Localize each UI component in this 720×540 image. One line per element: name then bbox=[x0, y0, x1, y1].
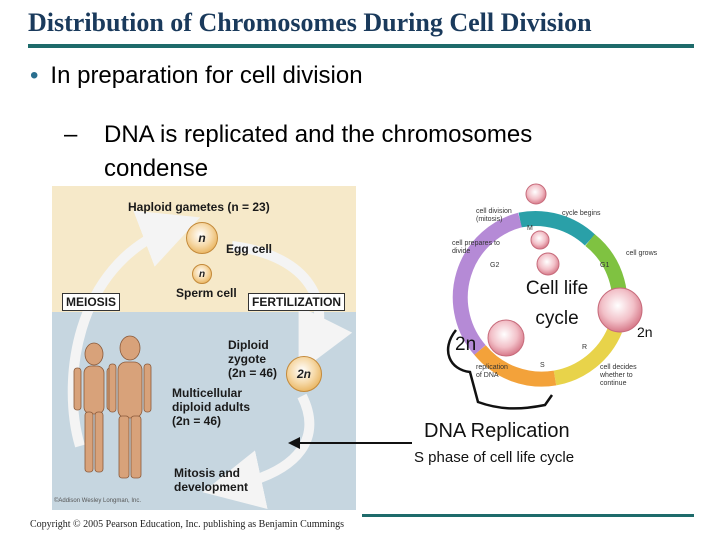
dna-replication-label: DNA Replication bbox=[424, 420, 570, 442]
phase-m-label: M bbox=[527, 225, 533, 232]
life-cycle-arrows bbox=[67, 210, 353, 510]
tiny-cell-grows: cell grows bbox=[626, 250, 658, 257]
cell-right-icon bbox=[597, 287, 643, 333]
title-rule bbox=[28, 44, 694, 48]
mitosis-arrow-down bbox=[202, 393, 315, 510]
copyright-text: Copyright © 2005 Pearson Education, Inc.… bbox=[30, 519, 344, 530]
sperm-cell-icon: n bbox=[192, 264, 212, 284]
mitosis-line2: development bbox=[174, 480, 249, 494]
phase-g1-label: G1 bbox=[600, 262, 610, 269]
meiosis-arrow-up bbox=[67, 210, 201, 448]
egg-cell-icon: n bbox=[186, 222, 218, 254]
label-2n-left: 2n bbox=[455, 334, 477, 355]
slide-title: Distribution of Chromosomes During Cell … bbox=[28, 8, 592, 37]
tiny-cell-decides: cell decides whether to continue bbox=[600, 364, 637, 387]
bottom-rule bbox=[362, 514, 694, 517]
zygote-line1: Diploid bbox=[228, 338, 269, 352]
human-figures-icon bbox=[73, 335, 152, 479]
bullet2-text: DNA is replicated and the chromosomes co… bbox=[104, 121, 533, 182]
fertilization-box: FERTILIZATION bbox=[248, 293, 346, 311]
phase-g2-label: G2 bbox=[490, 262, 500, 269]
tiny-replication: replication of DNA bbox=[476, 364, 508, 379]
mitosis-line1: Mitosis and bbox=[174, 466, 241, 480]
bullet-dash-icon: – bbox=[64, 121, 78, 148]
phase-r-label: R bbox=[582, 344, 588, 351]
meiosis-box: MEIOSIS bbox=[62, 293, 121, 311]
tiny-cycle-begins: cycle begins bbox=[562, 210, 601, 217]
adults-line3: (2n = 46) bbox=[172, 414, 222, 428]
bullet-level1: • In preparation for cell division bbox=[30, 62, 363, 90]
mitosis-label: Mitosis and development bbox=[174, 466, 248, 494]
human-life-cycle-figure: Haploid gametes (n = 23) n Egg cell n Sp… bbox=[52, 186, 356, 510]
cycle-center-label: Cell life cycle bbox=[525, 278, 589, 329]
s-phase-label: S phase of cell life cycle bbox=[414, 449, 575, 466]
fertilization-arrow-down bbox=[231, 241, 353, 373]
sperm-cell-label: Sperm cell bbox=[176, 286, 237, 300]
figure-credit: ©Addison Wesley Longman, Inc. bbox=[54, 498, 142, 504]
cell-dividing-icon-a bbox=[530, 230, 550, 250]
tiny-cell-division: cell division (mitosis) bbox=[476, 208, 512, 223]
zygote-line2: zygote bbox=[228, 352, 267, 366]
cell-dividing-icon-b bbox=[536, 252, 560, 276]
adults-label: Multicellular diploid adults (2n = 46) bbox=[172, 386, 250, 428]
zygote-line3: (2n = 46) bbox=[228, 366, 278, 380]
adults-line1: Multicellular bbox=[172, 386, 243, 400]
bullet-dot-icon: • bbox=[30, 62, 39, 89]
adults-line2: diploid adults bbox=[172, 400, 250, 414]
egg-cell-label: Egg cell bbox=[226, 242, 273, 256]
tiny-cell-prepares: cell prepares to divide bbox=[452, 240, 500, 255]
cell-top-icon bbox=[525, 183, 547, 205]
bullet1-text: In preparation for cell division bbox=[50, 62, 363, 89]
label-2n-right: 2n bbox=[637, 324, 653, 340]
bullet-level2: – DNA is replicated and the chromosomes … bbox=[64, 118, 624, 186]
zygote-label: Diploid zygote (2n = 46) bbox=[228, 338, 277, 380]
zygote-cell-icon: 2n bbox=[286, 356, 322, 392]
haploid-title: Haploid gametes (n = 23) bbox=[128, 200, 270, 214]
phase-s-label: S bbox=[540, 362, 545, 369]
